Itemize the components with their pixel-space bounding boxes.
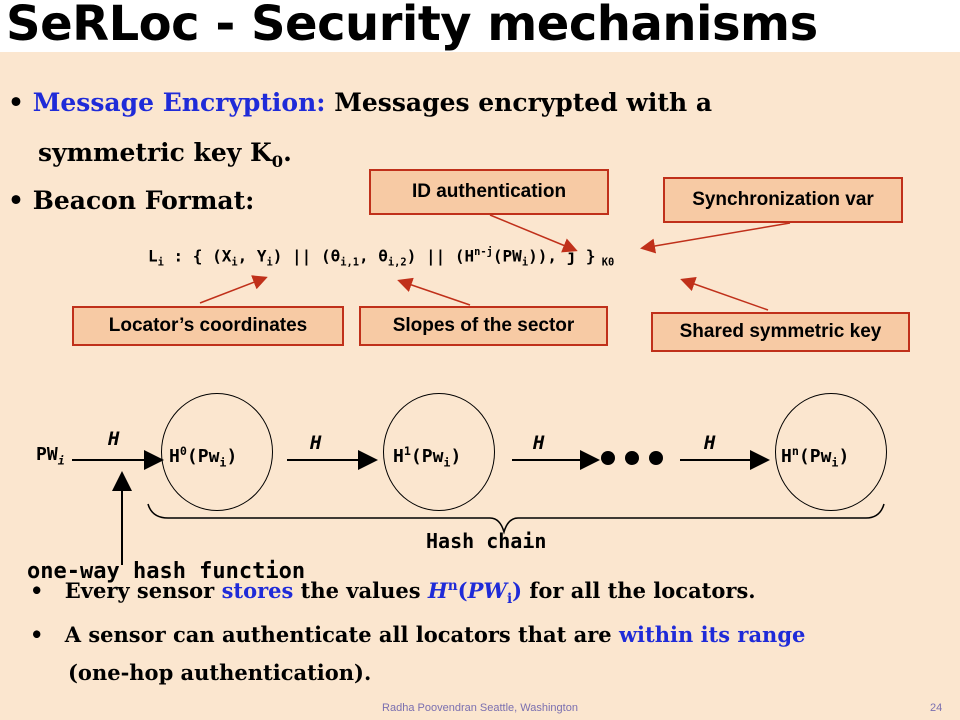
hash-node-circle-0 (161, 393, 273, 511)
ellipsis-dot (649, 451, 663, 465)
ellipsis-dot (601, 451, 615, 465)
bottom-bullet-2-line2: (one-hop authentication). (68, 660, 372, 685)
bullet-dot: • (8, 88, 24, 117)
page-number: 24 (930, 702, 943, 714)
label-synchronization-var: Synchronization var (663, 177, 903, 223)
hash-chain-brace (147, 503, 885, 535)
label-shared-symmetric-key: Shared symmetric key (651, 312, 910, 352)
hash-label-3: H (704, 432, 716, 454)
bullet-beacon-format: • Beacon Format: (8, 186, 255, 215)
title-bar (0, 0, 960, 52)
bottom-bullet-2: • A sensor can authenticate all locators… (30, 622, 806, 647)
arrow-locator-coords (199, 275, 268, 304)
slide-title: SeRLoc - Security mechanisms (6, 0, 818, 52)
hash-node-0: H0(Pwi) (169, 444, 238, 470)
label-slopes-of-sector: Slopes of the sector (359, 306, 608, 346)
label-locator-coordinates: Locator’s coordinates (72, 306, 344, 346)
hash-label-2: H (533, 432, 545, 454)
arrow-slopes (397, 277, 471, 306)
hash-label-0: H (108, 428, 120, 450)
hash-node-circle-1 (383, 393, 495, 511)
one-way-hash-label: one-way hash function (27, 559, 306, 584)
hash-chain-label: Hash chain (426, 529, 547, 553)
hash-node-1: H1(Pwi) (393, 444, 462, 470)
bullet-dot: • (8, 186, 24, 215)
arrow-id-auth (489, 214, 578, 253)
bottom-bullet-1: • Every sensor stores the values Hn(PWi)… (30, 578, 756, 608)
hash-node-n: Hn(Pwi) (781, 444, 850, 470)
bullet-message-encryption: • Message Encryption: Messages encrypted… (8, 88, 712, 117)
hash-label-1: H (310, 432, 322, 454)
hash-node-circle-n (775, 393, 887, 511)
arrow-shared-key (680, 276, 769, 311)
bullet-dot: • (30, 622, 44, 647)
bullet-dot: • (30, 578, 44, 603)
arrow-sync-var (640, 222, 791, 254)
ellipsis-dot (625, 451, 639, 465)
beacon-formula: Li : { (Xi, Yi) || (θi,1, θi,2) || (Hn-j… (148, 246, 615, 269)
message-encryption-label: Message Encryption: (32, 88, 326, 117)
message-encryption-text: Messages encrypted with a (325, 88, 713, 117)
label-id-authentication: ID authentication (369, 169, 609, 215)
bullet-message-encryption-line2: symmetric key K0. (38, 138, 292, 171)
pw-label: PWi (36, 444, 65, 468)
footer-text: Radha Poovendran Seattle, Washington (382, 702, 578, 714)
